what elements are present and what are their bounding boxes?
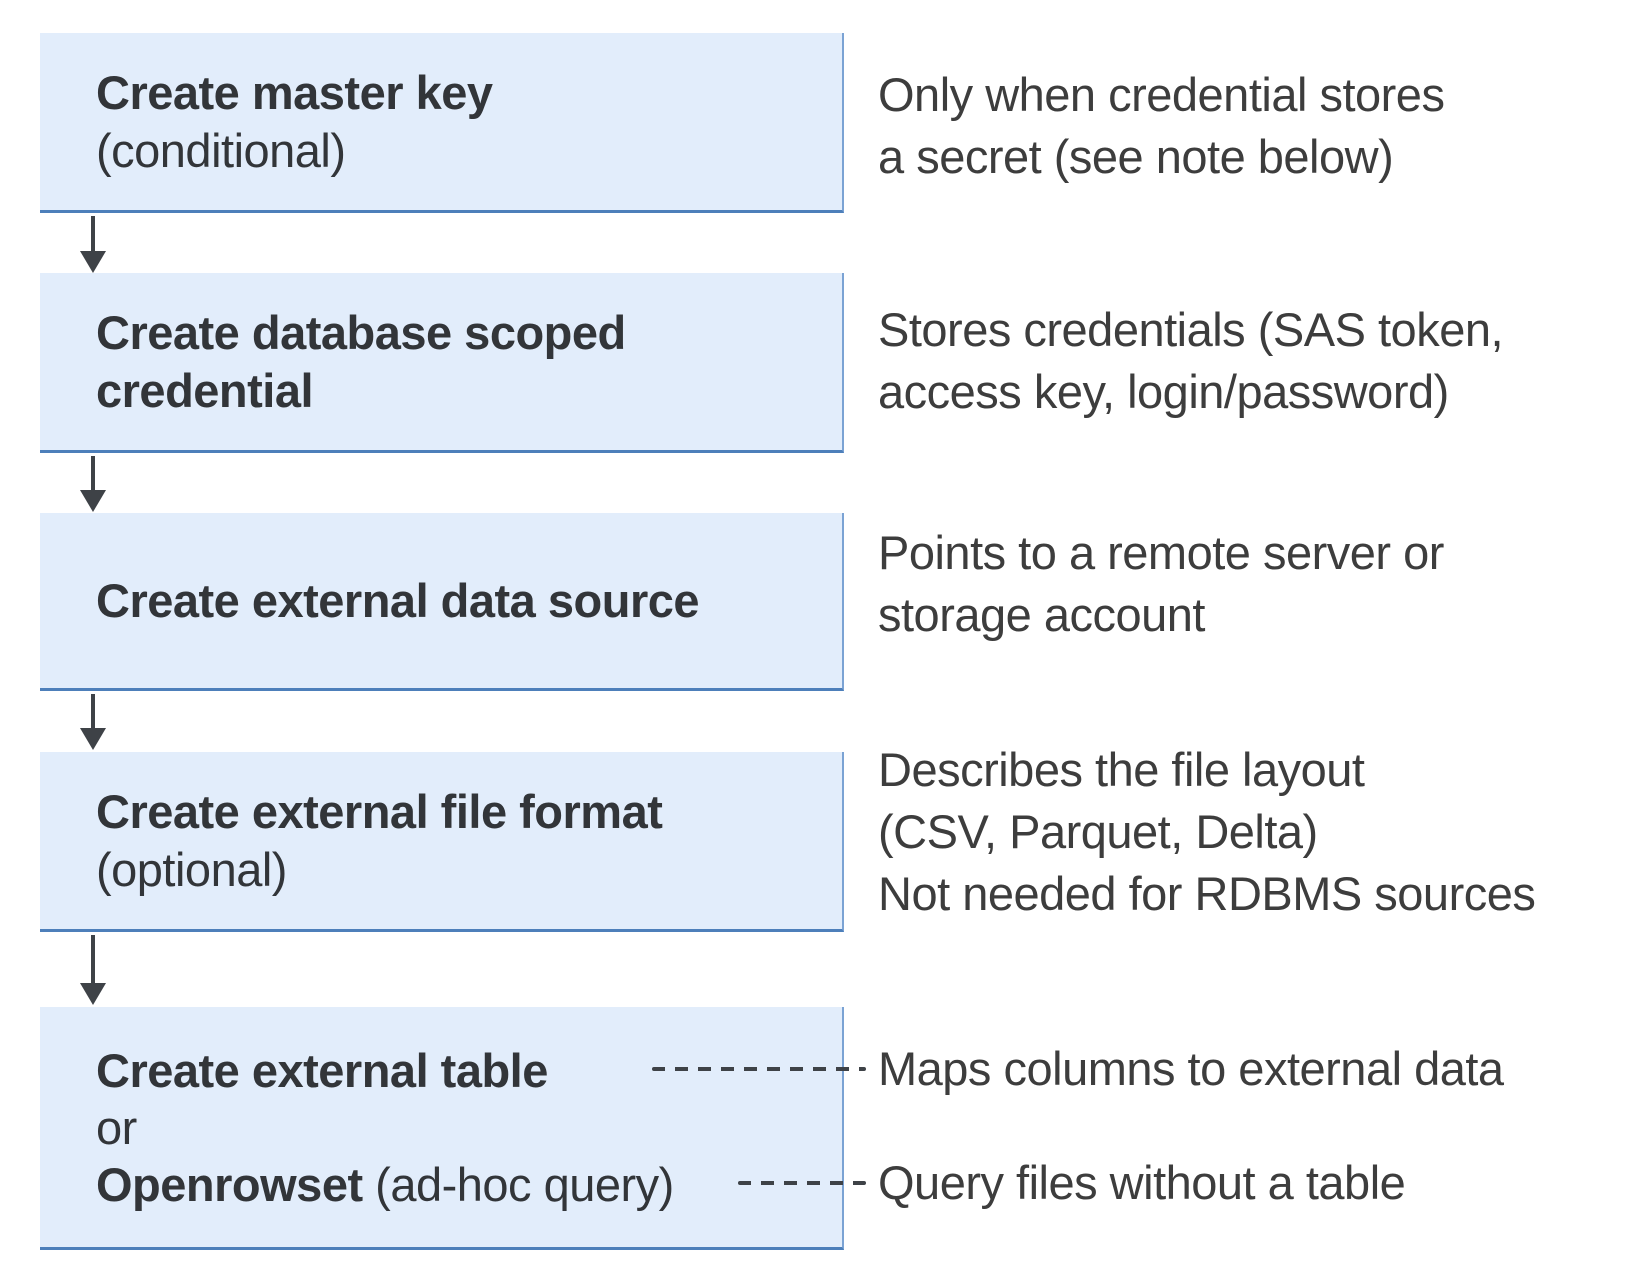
arrow-stem <box>91 694 95 730</box>
annotation-line: Not needed for RDBMS sources <box>878 867 1536 920</box>
annotation-master-key: Only when credential stores a secret (se… <box>878 64 1445 188</box>
step-title: Create external file format <box>96 784 663 838</box>
step-box-create-master-key: Create master key (conditional) <box>40 33 844 213</box>
arrow-down-icon <box>80 216 106 273</box>
annotation-line: Describes the file layout <box>878 743 1365 796</box>
arrow-head <box>80 251 106 273</box>
annotation-openrowset: Query files without a table <box>878 1152 1406 1214</box>
option-note: (ad-hoc query) <box>362 1157 674 1211</box>
annotation-file-format: Describes the file layout (CSV, Parquet,… <box>878 739 1536 925</box>
option-label: Openrowset <box>96 1157 363 1211</box>
arrow-head <box>80 728 106 750</box>
step-title: Create database scoped credential <box>96 305 626 417</box>
arrow-stem <box>91 456 95 492</box>
step-box-create-external-data-source: Create external data source <box>40 513 844 691</box>
annotation-line: access key, login/password) <box>878 365 1449 418</box>
annotation-line: Only when credential stores <box>878 68 1445 121</box>
annotation-line: a secret (see note below) <box>878 130 1394 183</box>
annotation-external-table: Maps columns to external data <box>878 1038 1504 1100</box>
arrow-stem <box>91 216 95 253</box>
step-or-label: or <box>96 1100 137 1154</box>
annotation-line: (CSV, Parquet, Delta) <box>878 805 1318 858</box>
step-option-openrowset: Openrowset (ad-hoc query) <box>96 1156 822 1213</box>
annotation-line: Query files without a table <box>878 1156 1406 1209</box>
step-box-create-database-scoped-credential: Create database scoped credential <box>40 273 844 453</box>
annotation-line: Maps columns to external data <box>878 1042 1504 1095</box>
arrow-down-icon <box>80 935 106 1005</box>
dashed-connector-external-table <box>652 1067 866 1071</box>
annotation-line: Stores credentials (SAS token, <box>878 303 1504 356</box>
annotation-line: storage account <box>878 588 1205 641</box>
annotation-scoped-credential: Stores credentials (SAS token, access ke… <box>878 299 1504 423</box>
arrow-down-icon <box>80 456 106 512</box>
annotation-line: Points to a remote server or <box>878 526 1444 579</box>
step-note: (optional) <box>96 842 287 896</box>
step-title: Create external data source <box>96 573 700 627</box>
dashed-connector-openrowset <box>738 1181 866 1185</box>
option-label: Create external table <box>96 1043 548 1097</box>
step-note: (conditional) <box>96 123 346 177</box>
step-box-create-external-table-or-openrowset: Create external table or Openrowset (ad-… <box>40 1007 844 1250</box>
step-option-external-table: Create external table <box>96 1042 822 1099</box>
annotation-data-source: Points to a remote server or storage acc… <box>878 522 1444 646</box>
step-title: Create master key <box>96 65 493 119</box>
arrow-stem <box>91 935 95 985</box>
arrow-down-icon <box>80 694 106 750</box>
arrow-head <box>80 490 106 512</box>
step-box-create-external-file-format: Create external file format (optional) <box>40 752 844 932</box>
arrow-head <box>80 983 106 1005</box>
